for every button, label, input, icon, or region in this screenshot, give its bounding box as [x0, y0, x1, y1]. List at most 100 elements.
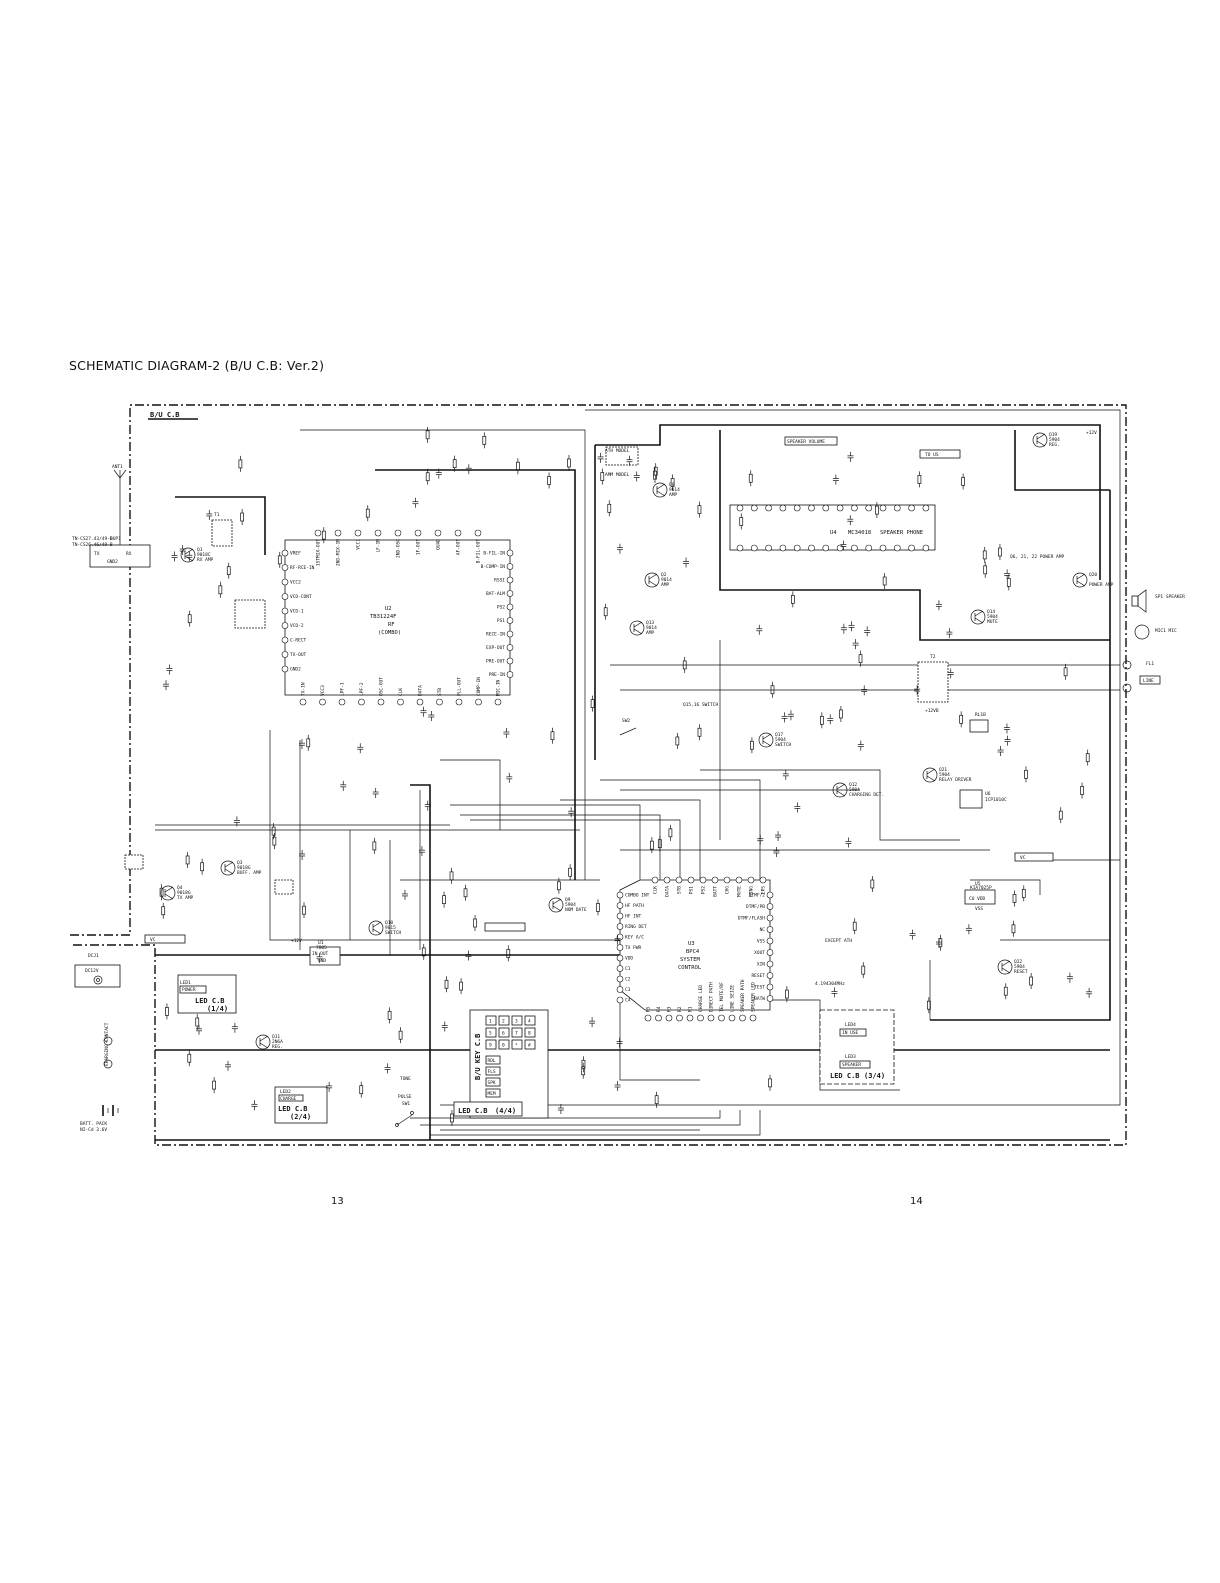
component — [299, 849, 306, 860]
svg-text:TONE: TONE — [400, 1076, 411, 1082]
u2-pin — [281, 622, 289, 629]
u2-pin-label: GND2 — [290, 667, 301, 673]
u2-pin — [281, 578, 289, 586]
component — [465, 464, 472, 475]
u2-pin — [506, 576, 514, 584]
component — [768, 1074, 772, 1091]
component — [1086, 987, 1093, 998]
component — [875, 502, 879, 519]
u3-pin-label: DTMF/FLASH — [738, 916, 765, 922]
svg-text:GND2: GND2 — [107, 559, 118, 565]
u2-pin — [314, 529, 322, 537]
component — [418, 846, 425, 857]
svg-text:9014: 9014 — [646, 625, 657, 631]
svg-text:SW1: SW1 — [402, 1101, 410, 1107]
svg-text:B/U KEY C.B: B/U KEY C.B — [474, 1034, 482, 1080]
u2-pin-label: CLK — [398, 688, 404, 696]
u2-pin-label: VREF — [290, 551, 301, 557]
u2-pin-label: LF-IN — [376, 539, 382, 553]
keypad-function-key-label: SPK — [488, 1080, 496, 1086]
component — [425, 426, 430, 443]
component — [420, 706, 427, 717]
svg-text:+12V: +12V — [291, 938, 302, 944]
u2-pin — [436, 698, 443, 706]
u3-pin-label: RING — [749, 886, 755, 897]
component — [424, 800, 431, 811]
svg-text:RX AMP: RX AMP — [197, 557, 214, 563]
u2-pin-label: OSC-OUT — [379, 677, 385, 696]
u2-pin — [299, 698, 307, 706]
svg-text:SWITCH: SWITCH — [385, 930, 402, 936]
component — [218, 581, 223, 598]
component — [166, 664, 173, 675]
u3-pin-label: HF INT — [625, 914, 642, 920]
component — [852, 918, 857, 935]
u4-pin — [808, 544, 815, 552]
svg-text:SPEAKER: SPEAKER — [842, 1062, 861, 1068]
u3-pin-label: C4 — [625, 998, 631, 1004]
svg-text:CU VDD: CU VDD — [969, 896, 986, 902]
component — [384, 1063, 391, 1074]
u3-pin — [616, 975, 624, 983]
component — [998, 544, 1002, 561]
u3-pin-label: STB — [677, 886, 683, 894]
component — [840, 540, 847, 551]
component — [935, 600, 942, 611]
component — [298, 739, 305, 750]
keypad-key — [524, 1039, 536, 1050]
u3-pin — [675, 876, 683, 884]
svg-text:-: - — [105, 1063, 108, 1068]
u3-pin — [766, 972, 774, 979]
u3-pin — [766, 960, 774, 968]
component — [187, 1050, 192, 1067]
u3-pin — [766, 926, 774, 933]
svg-text:PULSE: PULSE — [398, 1094, 412, 1100]
component — [473, 915, 477, 932]
keypad-key — [485, 1027, 497, 1038]
u3-pin — [616, 902, 624, 909]
u3-pin — [699, 876, 707, 884]
u2-pin-label: PS1 — [497, 618, 505, 624]
svg-text:IN USE: IN USE — [842, 1030, 859, 1036]
svg-text:TX AMP: TX AMP — [177, 895, 194, 901]
component — [1058, 807, 1063, 824]
u4-pin — [779, 504, 787, 512]
u3-pin — [663, 876, 671, 884]
page-number-left: 13 — [331, 1196, 344, 1207]
svg-text:7805: 7805 — [316, 945, 327, 951]
keypad-key — [485, 1015, 497, 1026]
component — [857, 740, 864, 751]
component — [302, 902, 306, 919]
component — [832, 474, 839, 485]
keypad-key — [511, 1015, 523, 1026]
u2-pin — [416, 698, 424, 706]
component — [238, 455, 243, 472]
svg-text:BATT. PACK: BATT. PACK — [80, 1121, 107, 1127]
u3-pin-label: EPS — [761, 886, 767, 894]
component — [187, 610, 192, 627]
component — [226, 562, 231, 579]
power-input: DCJ1 DC12V + - CHARGING CONTACT BATT. PA… — [74, 953, 121, 1133]
component — [794, 802, 801, 813]
u4-pin — [908, 504, 915, 512]
u3-pin-label: DTMF/2 — [749, 893, 766, 899]
component — [831, 987, 838, 998]
svg-text:Q17: Q17 — [775, 732, 783, 738]
u2-pin-label: VCC3 — [320, 685, 326, 696]
svg-text:FL1: FL1 — [1146, 661, 1154, 667]
u4-pin — [893, 544, 901, 552]
component — [272, 833, 277, 850]
component — [1021, 885, 1026, 902]
component — [653, 467, 657, 484]
svg-text:(3/4): (3/4) — [864, 1072, 885, 1080]
component — [1024, 766, 1028, 783]
tone-pulse-switch: TONE PULSE SW1 SW2 — [395, 718, 637, 1127]
u4-pin — [793, 504, 801, 512]
keypad-function-key-label: FLS — [488, 1069, 496, 1075]
component — [359, 1081, 364, 1098]
component — [306, 734, 311, 751]
u4-pin — [865, 504, 873, 512]
